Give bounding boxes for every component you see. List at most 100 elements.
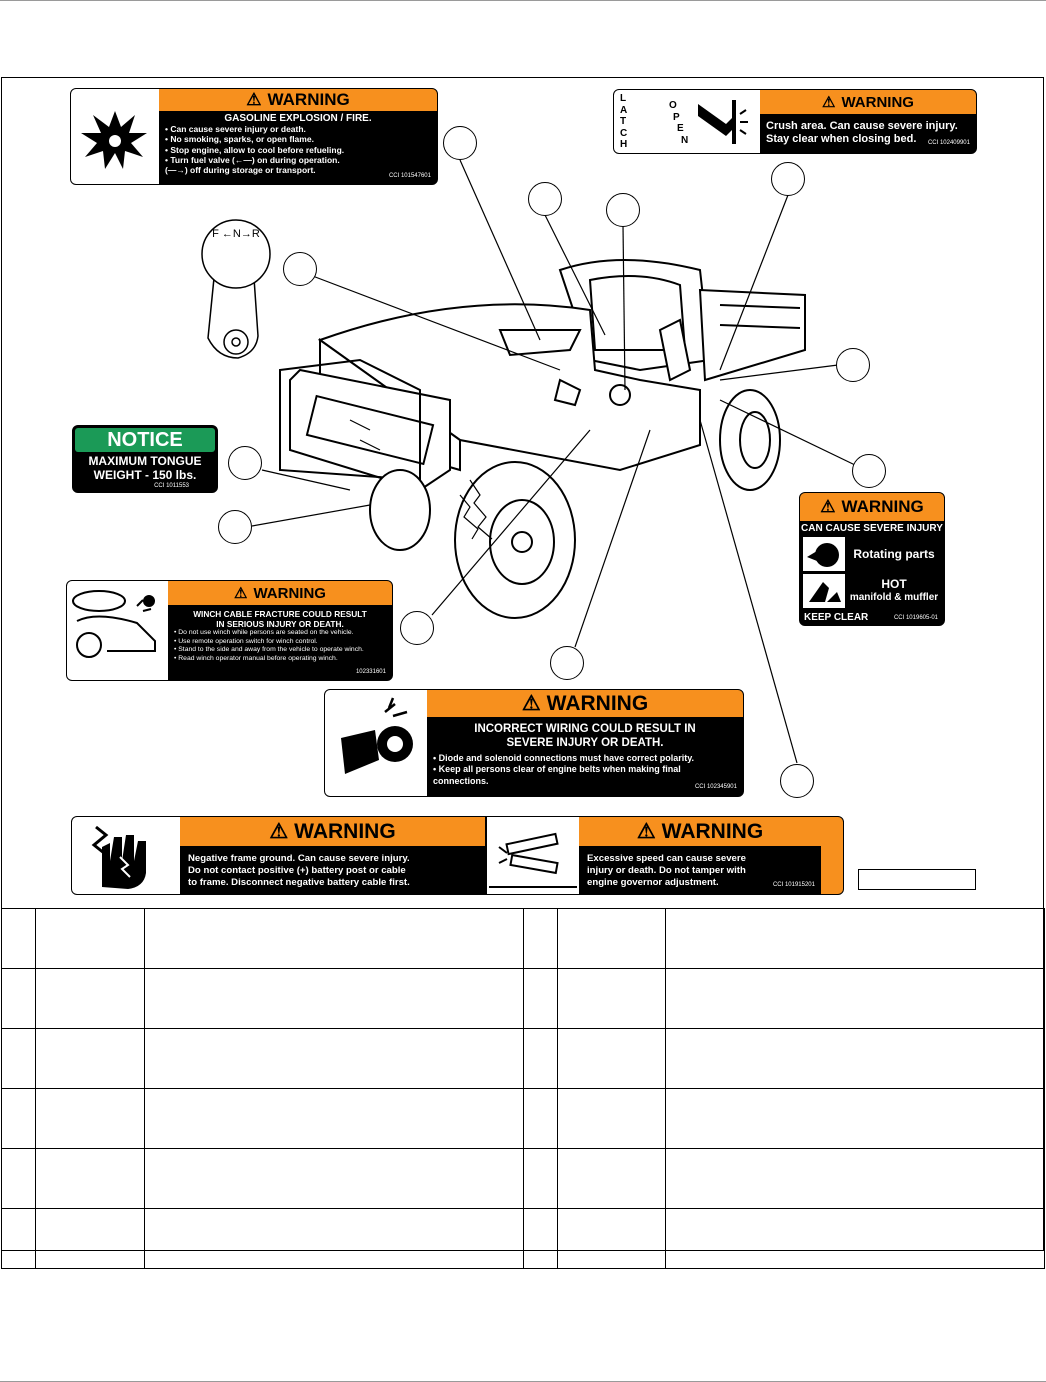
electric-shock-hand-icon [72, 817, 180, 894]
label-code: CCI 1019605-01 [893, 615, 938, 621]
callout-circle [528, 182, 562, 216]
warning-bullet: • Do not use winch while persons are sea… [174, 629, 354, 636]
warning-bullet: • Turn fuel valve (←—) on during operati… [165, 154, 340, 165]
table-row [1, 1028, 1045, 1089]
callout-circle [550, 646, 584, 680]
warning-bullet: • Keep all persons clear of engine belts… [433, 764, 681, 775]
winch-person-icon [67, 581, 168, 680]
warning-line: Do not contact positive (+) battery post… [188, 865, 406, 876]
warning-bullet: • Use remote operation switch for winch … [174, 637, 318, 645]
explosion-icon [71, 89, 159, 184]
reference-table [1, 908, 1045, 1269]
warning-triangle-icon: ⚠ [269, 820, 289, 843]
warning-bullet: • Can cause severe injury or death. [165, 124, 306, 135]
warning-body: Excessive speed can cause severe injury … [579, 846, 821, 894]
warning-bullet: • No smoking, sparks, or open flame. [165, 134, 314, 145]
table-row [1, 968, 1045, 1029]
warning-line: injury or death. Do not tamper with [587, 865, 746, 876]
shifter-knob-text: F ←N→R [212, 228, 260, 240]
warning-line: engine governor adjustment. [587, 877, 719, 888]
belt-hand-icon [325, 690, 427, 796]
warning-triangle-icon: ⚠ [234, 585, 248, 602]
rotating-parts-label: ⚠WARNING CAN CAUSE SEVERE INJURY Rotatin… [799, 492, 945, 626]
callout-circle [852, 454, 886, 488]
blank-caption-box [858, 869, 976, 890]
table-row [1, 1208, 1045, 1269]
hot-surface-icon [803, 574, 845, 608]
warning-triangle-icon: ⚠ [820, 497, 836, 516]
shifter-lever-icon: F ←N→R [198, 218, 274, 368]
warning-triangle-icon: ⚠ [822, 94, 836, 111]
warning-line: Excessive speed can cause severe [587, 853, 746, 864]
table-row [1, 1148, 1045, 1209]
callout-circle [606, 193, 640, 227]
notice-label: NOTICE MAXIMUM TONGUE WEIGHT - 150 lbs. … [72, 425, 218, 493]
warning-title: GASOLINE EXPLOSION / FIRE. [224, 113, 372, 124]
label-code: 102331601 [355, 669, 386, 676]
table-row [1, 1088, 1045, 1149]
warning-heading: ⚠WARNING [180, 817, 485, 846]
notice-line: WEIGHT - 150 lbs. [93, 468, 197, 482]
warning-bullet: • Read winch operator manual before oper… [174, 654, 338, 662]
warning-line: Crush area. Can cause severe injury. [766, 120, 958, 132]
gasoline-warning-label: ⚠WARNING GASOLINE EXPLOSION / FIRE. • Ca… [70, 88, 438, 185]
top-rule [0, 0, 1046, 1]
notice-line: MAXIMUM TONGUE [88, 454, 202, 468]
warning-subheading: CAN CAUSE SEVERE INJURY [801, 523, 943, 534]
table-row [1, 908, 1045, 969]
notice-heading: NOTICE [75, 428, 215, 452]
warning-line: Stay clear when closing bed. [766, 133, 917, 145]
warning-triangle-icon: ⚠ [521, 692, 541, 715]
warning-heading: ⚠WARNING [579, 817, 821, 846]
warning-body: Crush area. Can cause severe injury. Sta… [760, 114, 976, 153]
rotating-parts-text: Rotating parts [853, 547, 935, 561]
callout-circle [228, 446, 262, 480]
governor-linkage-icon [487, 817, 579, 894]
winch-warning-label: ⚠WARNING WINCH CABLE FRACTURE COULD RESU… [66, 580, 393, 681]
label-code: CCI 102409901 [927, 140, 970, 146]
callout-circle [443, 126, 477, 160]
label-code: CCI 102345901 [694, 783, 737, 790]
callout-circle [780, 764, 814, 798]
warning-line: to frame. Disconnect negative battery ca… [188, 877, 410, 888]
battery-warning-label: ⚠WARNING Negative frame ground. Can caus… [71, 816, 486, 895]
warning-heading: ⚠WARNING [159, 89, 437, 111]
warning-line: Negative frame ground. Can cause severe … [188, 853, 410, 864]
warning-triangle-icon: ⚠ [246, 90, 262, 109]
label-code: CCI 101547601 [388, 172, 431, 179]
wiring-warning-label: ⚠WARNING INCORRECT WIRING COULD RESULT I… [324, 689, 744, 797]
callout-circle [400, 611, 434, 645]
hot-text: HOT manifold & muffler [848, 577, 940, 605]
warning-heading: ⚠WARNING [800, 493, 944, 521]
hot-word: HOT [881, 577, 907, 591]
speed-warning-label: ⚠WARNING Excessive speed can cause sever… [486, 816, 844, 895]
notice-body: MAXIMUM TONGUE WEIGHT - 150 lbs. [73, 454, 217, 482]
label-edge [821, 817, 843, 894]
warning-heading: ⚠WARNING [760, 90, 976, 114]
warning-bullet: (—→) off during storage or transport. [165, 165, 316, 176]
warning-heading: ⚠WARNING [168, 581, 392, 605]
warning-triangle-icon: ⚠ [636, 820, 656, 843]
warning-bullet: • Stand to the side and away from the ve… [174, 646, 364, 654]
hot-detail: manifold & muffler [849, 592, 939, 603]
keep-clear-text: KEEP CLEAR [804, 612, 869, 623]
warning-heading: ⚠WARNING [427, 690, 743, 717]
callout-circle [771, 162, 805, 196]
utility-vehicle-illustration [279, 259, 806, 619]
warning-body: Negative frame ground. Can cause severe … [180, 846, 485, 894]
label-code: CCI 101915201 [772, 882, 815, 888]
warning-bullet: connections. [433, 775, 489, 786]
warning-bullet: • Diode and solenoid connections must ha… [433, 753, 695, 763]
label-code: CCI 1011553 [154, 483, 189, 489]
warning-body: GASOLINE EXPLOSION / FIRE. • Can cause s… [159, 111, 437, 184]
callout-circle [283, 252, 317, 286]
callout-circle [218, 510, 252, 544]
